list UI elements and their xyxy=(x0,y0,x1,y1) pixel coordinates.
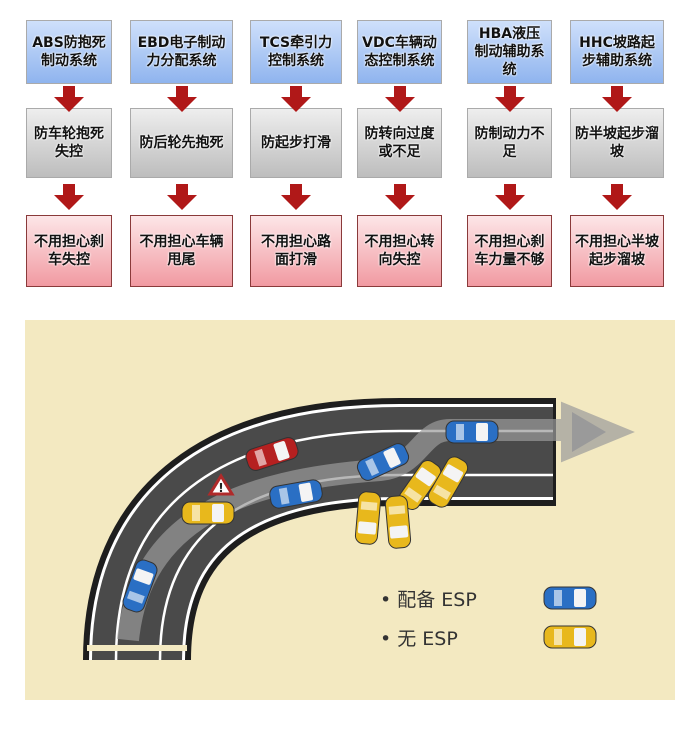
car-icon xyxy=(354,491,382,545)
system-box: ABS防抱死制动系统 xyxy=(26,20,112,84)
system-box: HBA液压制动辅助系统 xyxy=(467,20,552,84)
system-box: EBD电子制动力分配系统 xyxy=(130,20,233,84)
benefit-box: 不用担心车辆甩尾 xyxy=(130,215,233,287)
car-icon xyxy=(245,437,299,471)
function-box: 防制动力不足 xyxy=(467,108,552,178)
car-icon xyxy=(356,443,410,481)
car-icon xyxy=(122,559,158,613)
benefit-box: 不用担心刹车力量不够 xyxy=(467,215,552,287)
system-box: TCS牵引力控制系统 xyxy=(250,20,342,84)
benefit-box: 不用担心转向失控 xyxy=(357,215,442,287)
down-arrow-icon xyxy=(166,86,197,112)
function-box: 防起步打滑 xyxy=(250,108,342,178)
down-arrow-icon xyxy=(54,184,84,210)
car-icon xyxy=(384,495,412,549)
down-arrow-icon xyxy=(384,184,415,210)
function-box: 防转向过度或不足 xyxy=(357,108,442,178)
car-icon xyxy=(269,479,323,509)
function-box: 防半坡起步溜坡 xyxy=(570,108,664,178)
car-icon xyxy=(543,625,597,649)
car-icon xyxy=(445,420,499,444)
down-arrow-icon xyxy=(281,184,311,210)
function-box: 防车轮抱死失控 xyxy=(26,108,112,178)
down-arrow-icon xyxy=(54,86,84,112)
down-arrow-icon xyxy=(602,184,632,210)
benefit-box: 不用担心刹车失控 xyxy=(26,215,112,287)
system-box: VDC车辆动态控制系统 xyxy=(357,20,442,84)
benefit-box: 不用担心路面打滑 xyxy=(250,215,342,287)
down-arrow-icon xyxy=(384,86,415,112)
legend-no-esp: • 无 ESP xyxy=(380,628,458,650)
down-arrow-icon xyxy=(494,184,525,210)
svg-text:!: ! xyxy=(218,481,223,495)
down-arrow-icon xyxy=(166,184,197,210)
car-icon xyxy=(181,501,235,525)
system-box: HHC坡路起步辅助系统 xyxy=(570,20,664,84)
down-arrow-icon xyxy=(281,86,311,112)
car-icon xyxy=(543,586,597,610)
arrow-head-icon xyxy=(572,412,606,452)
down-arrow-icon xyxy=(494,86,525,112)
benefit-box: 不用担心半坡起步溜坡 xyxy=(570,215,664,287)
function-box: 防后轮先抱死 xyxy=(130,108,233,178)
warning-icon: ! xyxy=(207,473,235,496)
legend-esp: • 配备 ESP xyxy=(380,589,477,611)
down-arrow-icon xyxy=(602,86,632,112)
car-icon xyxy=(427,456,469,508)
car-icon xyxy=(398,460,442,510)
